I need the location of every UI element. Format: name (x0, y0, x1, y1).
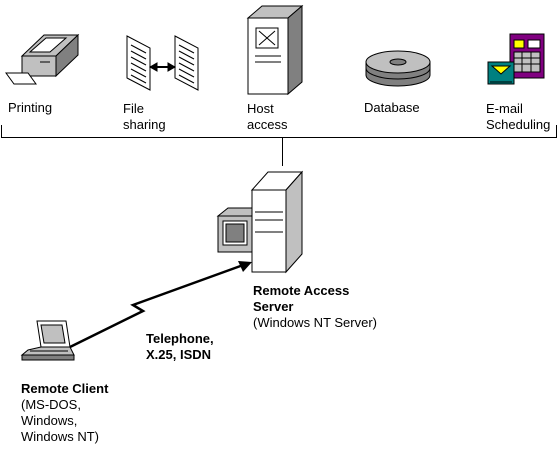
printing-label: Printing (8, 100, 53, 115)
host-access-icon (246, 4, 304, 96)
email-scheduling-label: E-mail Scheduling (486, 101, 551, 132)
remote-client-label: Remote Client (MS-DOS, Windows, Windows … (21, 381, 109, 444)
laptop-icon (20, 320, 75, 361)
file-sharing-icon (126, 35, 199, 91)
service-bus-bracket (1, 125, 557, 166)
printer-icon (5, 33, 80, 85)
database-icon (365, 50, 431, 87)
file-sharing-label: File sharing (123, 101, 166, 132)
telephone-link (69, 261, 252, 349)
host-access-label: Host access (247, 101, 288, 132)
connection-label: Telephone, X.25, ISDN (146, 331, 214, 362)
remote-access-server-label: Remote Access Server (Windows NT Server) (253, 283, 378, 330)
email-scheduling-icon (487, 33, 545, 85)
remote-access-server-icon (216, 170, 304, 274)
database-label: Database (364, 100, 420, 115)
